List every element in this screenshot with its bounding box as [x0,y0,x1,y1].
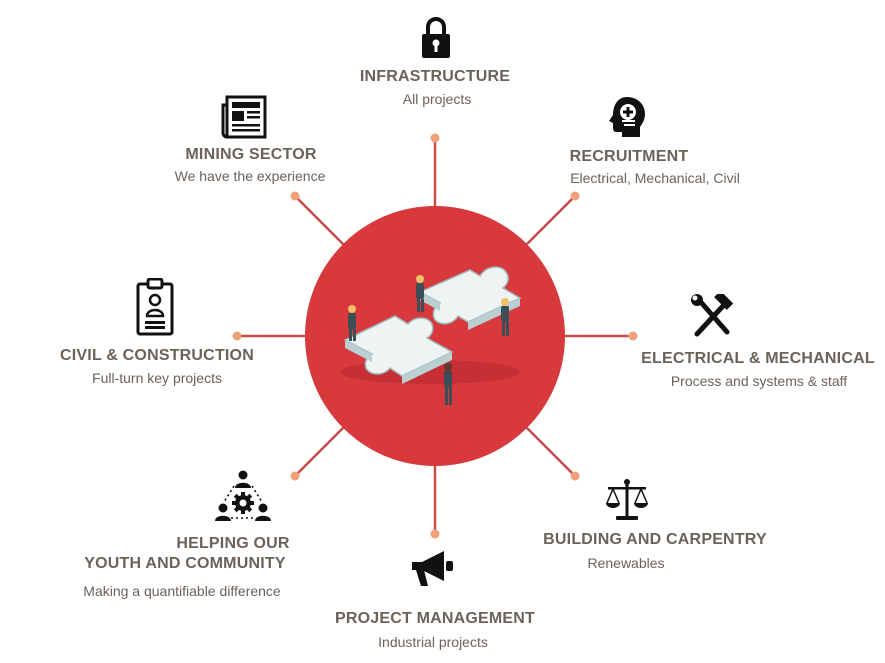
civil-title: CIVIL & CONSTRUCTION [60,347,254,364]
mining-title: MINING SECTOR [185,146,317,163]
person-3 [501,298,509,336]
infrastructure-title: INFRASTRUCTURE [359,68,511,85]
community-gear-icon [215,470,271,521]
puzzle-illustration [340,266,522,405]
spoke-dot-infrastructure [430,133,440,143]
hammer-wrench-icon [691,294,734,337]
building-title: BUILDING AND CARPENTRY [543,531,767,548]
person-2 [416,275,424,312]
project-management-title: PROJECT MANAGEMENT [334,610,536,627]
person-4 [444,363,452,405]
person-1 [348,305,356,341]
scales-icon [606,479,648,520]
building-subtitle: Renewables [587,555,665,571]
helping-title-line2: YOUTH AND COMMUNITY [84,555,286,572]
spoke-dot-mining [290,191,300,201]
recruitment-subtitle: Electrical, Mechanical, Civil [570,170,740,186]
civil-subtitle: Full-turn key projects [92,370,222,386]
mining-subtitle: We have the experience [174,168,326,184]
infrastructure-subtitle: All projects [402,91,472,107]
recruitment-title: RECRUITMENT [569,148,689,165]
padlock-icon [422,17,450,58]
spoke-dot-building [570,471,580,481]
puzzle-piece-left [343,315,454,384]
spoke-dot-project-management [430,529,440,539]
helping-subtitle: Making a quantifiable difference [83,583,281,599]
head-plus-icon [609,97,645,137]
clipboard-person-icon [136,278,174,336]
spoke-dot-helping [290,471,300,481]
spoke-dot-recruitment [570,191,580,201]
helping-title-line1: HELPING OUR [176,535,290,552]
megaphone-icon [412,551,453,586]
project-management-subtitle: Industrial projects [378,634,488,650]
newspaper-icon [221,95,267,139]
spoke-dot-civil [232,331,242,341]
center-circle [305,206,565,466]
electrical-subtitle: Process and systems & staff [670,373,848,389]
electrical-title: ELECTRICAL & MECHANICAL [641,350,875,367]
spoke-dot-electrical [628,331,638,341]
